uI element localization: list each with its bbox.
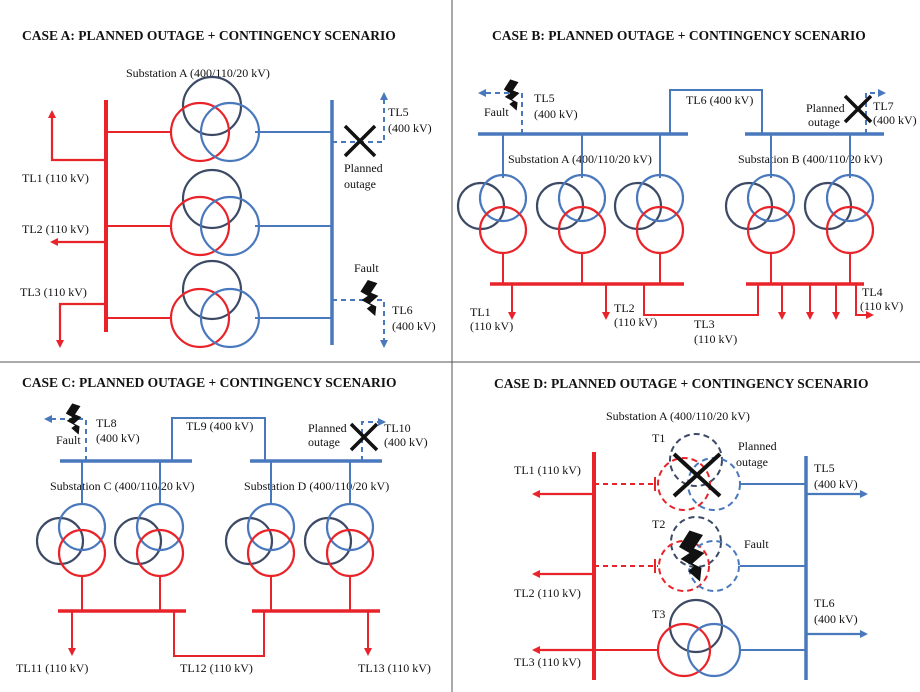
case-d-tl6-kv: (400 kV) [814, 612, 858, 626]
case-b-tl5-kv: (400 kV) [534, 107, 578, 121]
case-c-tl9-label: TL9 (400 kV) [186, 419, 253, 433]
case-c-fault-label: Fault [56, 433, 81, 447]
case-a-tl5-line [332, 92, 388, 143]
case-d-tl3-label: TL3 (110 kV) [514, 655, 581, 669]
case-b-title: CASE B: PLANNED OUTAGE + CONTINGENCY SCE… [492, 28, 866, 43]
case-d-substation-label: Substation A (400/110/20 kV) [606, 409, 750, 423]
case-d-transformer-t3 [594, 598, 806, 678]
case-a-tl5-name: TL5 [388, 105, 409, 119]
case-a-substation-label: Substation A (400/110/20 kV) [126, 66, 270, 80]
case-b-tl1-kv: (110 kV) [470, 319, 513, 333]
case-c-tl10-kv: (400 kV) [384, 435, 428, 449]
case-a-tl3-label: TL3 (110 kV) [20, 285, 87, 299]
case-b-outage-label: outage [808, 115, 840, 129]
case-d-panel: CASE D: PLANNED OUTAGE + CONTINGENCY SCE… [494, 376, 868, 680]
case-c-tl10-name: TL10 [384, 421, 411, 435]
case-b-transformer-b1 [724, 134, 796, 284]
case-b-transformer-a1 [456, 134, 528, 284]
case-c-panel: CASE C: PLANNED OUTAGE + CONTINGENCY SCE… [16, 375, 431, 675]
case-c-outage-label: outage [308, 435, 340, 449]
case-a-title: CASE A: PLANNED OUTAGE + CONTINGENCY SCE… [22, 28, 396, 43]
case-b-tl4-kv: (110 kV) [860, 299, 903, 313]
case-a-tl3-feeder [56, 302, 106, 348]
case-a-tl2-label: TL2 (110 kV) [22, 222, 89, 236]
case-c-substation-d-label: Substation D (400/110/20 kV) [244, 479, 389, 493]
case-c-tl11-label: TL11 (110 kV) [16, 661, 88, 675]
case-d-t1-label: T1 [652, 431, 665, 445]
case-b-tl5-line [478, 89, 523, 134]
case-b-tl2-kv: (110 kV) [614, 315, 657, 329]
case-d-title: CASE D: PLANNED OUTAGE + CONTINGENCY SCE… [494, 376, 868, 391]
case-b-substation-b-label: Substation B (400/110/20 kV) [738, 152, 883, 166]
case-c-tl10-line [361, 418, 386, 461]
case-a-transformer-1 [106, 75, 332, 163]
case-d-fault-label: Fault [744, 537, 769, 551]
case-c-planned-outage-cross-icon [349, 422, 379, 452]
case-a-fault-label: Fault [354, 261, 379, 275]
case-d-t2-label: T2 [652, 517, 665, 531]
case-c-tl12-label: TL12 (110 kV) [180, 661, 253, 675]
case-d-tl6-name: TL6 [814, 596, 835, 610]
case-b-tl3-kv: (110 kV) [694, 332, 737, 346]
case-b-tl7-kv: (400 kV) [873, 113, 917, 127]
case-b-transformer-a2 [535, 134, 607, 284]
case-b-transformer-b2 [803, 134, 875, 284]
case-b-tl4-feeders [778, 284, 874, 320]
case-a-outage-label: outage [344, 177, 376, 191]
case-b-panel: CASE B: PLANNED OUTAGE + CONTINGENCY SCE… [456, 28, 917, 346]
case-d-planned-label: Planned [738, 439, 777, 453]
case-c-tl8-line [44, 415, 87, 461]
case-b-tl7-line [865, 89, 886, 134]
case-d-tl5-kv: (400 kV) [814, 477, 858, 491]
case-c-transformer-c1 [35, 461, 107, 611]
case-a-tl6-kv: (400 kV) [392, 319, 436, 333]
case-d-t3-label: T3 [652, 607, 665, 621]
case-a-transformer-3 [106, 259, 332, 349]
case-c-planned-label: Planned [308, 421, 347, 435]
case-d-planned-outage-cross-icon [672, 452, 722, 498]
case-c-substation-c-label: Substation C (400/110/20 kV) [50, 479, 195, 493]
case-a-tl5-kv: (400 kV) [388, 121, 432, 135]
case-d-tl5-name: TL5 [814, 461, 835, 475]
case-b-substation-a-label: Substation A (400/110/20 kV) [508, 152, 652, 166]
case-b-tl3-name: TL3 [694, 317, 715, 331]
case-a-tl1-feeder [48, 110, 106, 162]
case-d-tl1-label: TL1 (110 kV) [514, 463, 581, 477]
case-b-tl3-line [643, 284, 759, 316]
case-a-planned-label: Planned [344, 161, 383, 175]
case-c-tl12-line [173, 611, 265, 657]
case-a-tl6-line [332, 299, 388, 348]
case-b-tl7-name: TL7 [873, 99, 894, 113]
case-d-transformer-t2 [594, 516, 806, 592]
case-b-tl6-line [669, 89, 763, 134]
case-b-tl4-name: TL4 [862, 285, 883, 299]
case-c-fault-lightning-icon [65, 403, 82, 435]
case-c-tl8-name: TL8 [96, 416, 117, 430]
case-c-title: CASE C: PLANNED OUTAGE + CONTINGENCY SCE… [22, 375, 396, 390]
case-b-tl2-name: TL2 [614, 301, 635, 315]
case-a-planned-outage-cross-icon [343, 124, 377, 158]
case-c-transformer-d1 [224, 461, 296, 611]
case-c-tl13-label: TL13 (110 kV) [358, 661, 431, 675]
case-b-fault-label: Fault [484, 105, 509, 119]
case-b-tl1-name: TL1 [470, 305, 491, 319]
case-a-tl1-label: TL1 (110 kV) [22, 171, 89, 185]
case-b-transformer-a3 [613, 134, 685, 284]
case-c-tl9-line [171, 417, 266, 461]
case-b-tl6-label: TL6 (400 kV) [686, 93, 753, 107]
case-a-tl6-name: TL6 [392, 303, 413, 317]
case-b-planned-outage-cross-icon [843, 94, 873, 124]
case-a-fault-lightning-icon [360, 280, 379, 316]
case-b-planned-label: Planned [806, 101, 845, 115]
case-c-transformer-c2 [113, 461, 185, 611]
case-a-panel: CASE A: PLANNED OUTAGE + CONTINGENCY SCE… [20, 28, 436, 349]
case-c-transformer-d2 [303, 461, 375, 611]
case-c-tl8-kv: (400 kV) [96, 431, 140, 445]
case-d-fault-lightning-icon [679, 530, 705, 582]
case-d-outage-label: outage [736, 455, 768, 469]
case-b-tl5-name: TL5 [534, 91, 555, 105]
case-a-transformer-2 [106, 168, 332, 257]
case-d-tl2-label: TL2 (110 kV) [514, 586, 581, 600]
